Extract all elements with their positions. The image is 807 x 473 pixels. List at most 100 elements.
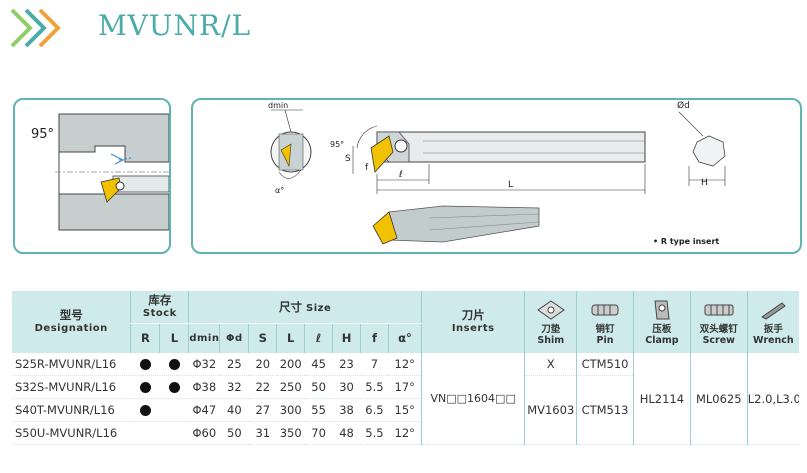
- designation-cell: S40T-MVUNR/L16: [12, 398, 131, 422]
- l-cell: 50: [304, 375, 333, 399]
- stock-r-cell: [130, 421, 160, 445]
- alpha-cell: 12°: [388, 353, 422, 376]
- dmin-cell: Φ32: [188, 353, 220, 376]
- stock-header: 库存 Stock: [130, 291, 189, 324]
- double-chevron-icon: [10, 8, 61, 48]
- L-cell: 300: [276, 398, 305, 422]
- shim-cell: X: [524, 353, 577, 376]
- table-row: S40T-MVUNR/L16 Φ47 40 27 300 55 38 6.5 1…: [12, 398, 799, 422]
- size-alpha-header: α°: [387, 323, 422, 353]
- holder-dimension-panel: dmin 95° S f ℓ L α° Ød H • R type insert: [191, 98, 802, 254]
- stock-r-cell: [130, 398, 160, 422]
- l-cell: 70: [304, 421, 333, 445]
- l-dimension-label: ℓ: [399, 170, 403, 180]
- f-cell: 6.5: [360, 398, 389, 422]
- stock-l-cell: [159, 353, 189, 376]
- screw-cell: ML0625: [689, 353, 748, 445]
- l-cell: 55: [304, 398, 333, 422]
- L-cell: 250: [276, 375, 305, 399]
- workpiece-diagram: [55, 113, 169, 231]
- size-L-header: L: [276, 323, 305, 353]
- d-cell: 32: [219, 375, 249, 399]
- table-row: S32S-MVUNR/L16 Φ38 32 22 250 50 30 5.5 1…: [12, 375, 799, 445]
- d-cell: 40: [219, 398, 249, 422]
- stock-r-header: R: [130, 323, 160, 353]
- holder-drawing: [270, 109, 726, 245]
- pin-cell: CTM513: [576, 375, 634, 445]
- stock-l-cell: [159, 375, 189, 399]
- shim-cell: MV1603: [524, 375, 577, 445]
- h-cell: 38: [332, 398, 361, 422]
- f-dimension-label: f: [365, 163, 369, 173]
- dmin-cell: Φ60: [188, 421, 220, 445]
- designation-header: 型号 Designation: [34, 308, 108, 335]
- in-stock-dot: [139, 359, 151, 370]
- s-dimension-label: S: [345, 154, 351, 164]
- h-cell: 48: [332, 421, 361, 445]
- alpha-label: α°: [275, 186, 285, 195]
- table-row: S50U-MVUNR/L16 Φ60 50 31 350 70 48 5.5 1…: [12, 421, 799, 445]
- dmin-cell: Φ38: [188, 375, 220, 399]
- wrench-icon: [761, 301, 787, 320]
- dmin-cell: Φ47: [188, 398, 220, 422]
- size-dmin-header: dmin: [188, 323, 220, 353]
- s-cell: 22: [248, 375, 277, 399]
- insert-type-note: • R type insert: [653, 237, 720, 246]
- page-title: MVUNR/L: [98, 9, 252, 42]
- clamp-icon: [654, 300, 670, 319]
- f-cell: 5.5: [360, 421, 389, 445]
- f-cell: 5.5: [360, 375, 389, 399]
- H-dimension-label: H: [701, 178, 708, 188]
- spec-table: 型号 Designation 库存 Stock 尺寸 Size 刀片 Inser…: [12, 291, 799, 445]
- d-cell: 25: [219, 353, 249, 376]
- f-cell: 7: [360, 353, 389, 376]
- L-cell: 350: [276, 421, 305, 445]
- boring-diagram-panel: 95°: [13, 98, 171, 254]
- designation-cell: S32S-MVUNR/L16: [12, 375, 131, 399]
- page-header: MVUNR/L: [8, 6, 408, 48]
- designation-cell: S50U-MVUNR/L16: [12, 421, 131, 445]
- stock-l-cell: [159, 421, 189, 445]
- screw-icon: [704, 304, 734, 315]
- table-row: S25R-MVUNR/L16 Φ32 25 20 200 45 23 7 12°…: [12, 353, 799, 445]
- size-d-header: Φd: [219, 323, 249, 353]
- L-dimension-label: L: [508, 180, 514, 190]
- h-cell: 30: [332, 375, 361, 399]
- size-header: 尺寸 Size: [188, 291, 422, 324]
- in-stock-dot: [139, 382, 151, 393]
- d-cell: 50: [219, 421, 249, 445]
- stock-r-cell: [130, 353, 160, 376]
- s-cell: 20: [248, 353, 277, 376]
- inserts-header: 刀片 Inserts: [420, 291, 525, 353]
- pin-cell: CTM510: [576, 353, 634, 376]
- in-stock-dot: [168, 359, 180, 370]
- pin-icon: [591, 304, 619, 315]
- s-cell: 27: [248, 398, 277, 422]
- size-l-header: ℓ: [304, 323, 333, 353]
- alpha-cell: 12°: [388, 421, 422, 445]
- stock-l-header: L: [159, 323, 189, 353]
- l-cell: 45: [304, 353, 333, 376]
- size-f-header: f: [359, 323, 389, 353]
- size-s-header: S: [248, 323, 277, 353]
- h-cell: 23: [332, 353, 361, 376]
- approach-angle-label: 95°: [31, 127, 55, 142]
- stock-r-cell: [130, 375, 160, 399]
- phi-d-label: Ød: [677, 101, 690, 111]
- alpha-cell: 17°: [388, 375, 422, 399]
- designation-cell: S25R-MVUNR/L16: [12, 353, 131, 376]
- angle-95-label: 95°: [330, 140, 345, 149]
- s-cell: 31: [248, 421, 277, 445]
- size-h-header: H: [332, 323, 361, 353]
- in-stock-dot: [139, 405, 151, 416]
- L-cell: 200: [276, 353, 305, 376]
- in-stock-dot: [168, 382, 180, 393]
- shim-icon: [536, 299, 565, 320]
- dmin-label: dmin: [268, 101, 289, 110]
- stock-l-cell: [159, 398, 189, 422]
